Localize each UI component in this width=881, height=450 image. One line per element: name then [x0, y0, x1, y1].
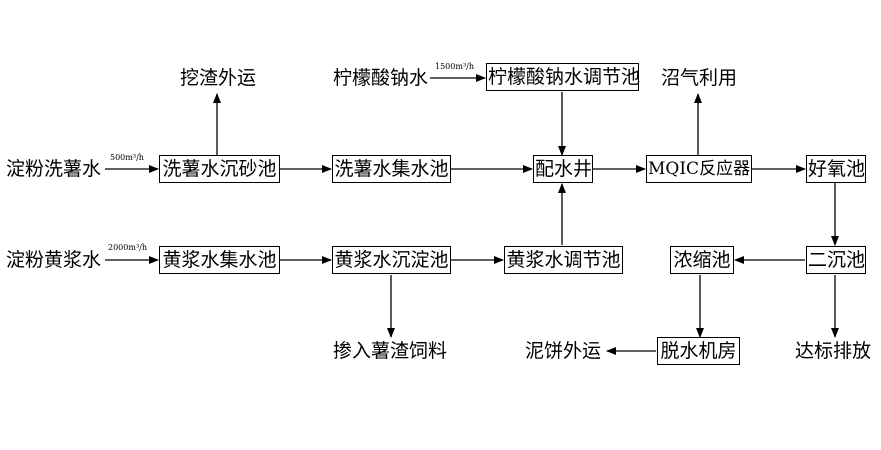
node-mixing-well: 配水井 — [533, 155, 593, 183]
node-mqic-reactor: MQIC反应器 — [646, 155, 752, 183]
node-feed: 掺入薯渣饲料 — [333, 340, 448, 362]
node-thickener: 浓缩池 — [670, 246, 734, 274]
node-wash-collect-tank: 洗薯水集水池 — [332, 155, 451, 183]
node-yellow-adjust-tank: 黄浆水调节池 — [504, 246, 623, 274]
node-citrate-tank: 柠檬酸钠水调节池 — [486, 63, 640, 91]
node-grit-tank: 洗薯水沉砂池 — [159, 155, 280, 183]
node-starch-yellow-water: 淀粉黄浆水 — [6, 249, 102, 271]
flow-rate-wash: 500m³/h — [110, 153, 144, 162]
node-citrate-water: 柠檬酸钠水 — [333, 67, 429, 89]
node-cake-out: 泥饼外运 — [525, 340, 602, 362]
node-dig-slag: 挖渣外运 — [180, 67, 257, 89]
node-biogas: 沼气利用 — [661, 67, 738, 89]
node-discharge: 达标排放 — [795, 340, 872, 362]
node-starch-wash-water: 淀粉洗薯水 — [6, 158, 102, 180]
node-yellow-settle-tank: 黄浆水沉淀池 — [332, 246, 451, 274]
node-dewater-room: 脱水机房 — [657, 337, 740, 365]
flow-rate-yellow: 2000m³/h — [108, 243, 147, 252]
flow-rate-citrate: 1500m³/h — [435, 62, 474, 71]
node-yellow-collect-tank: 黄浆水集水池 — [159, 246, 280, 274]
node-aerobic-tank: 好氧池 — [806, 155, 866, 183]
node-secondary-clarifier: 二沉池 — [806, 246, 866, 274]
